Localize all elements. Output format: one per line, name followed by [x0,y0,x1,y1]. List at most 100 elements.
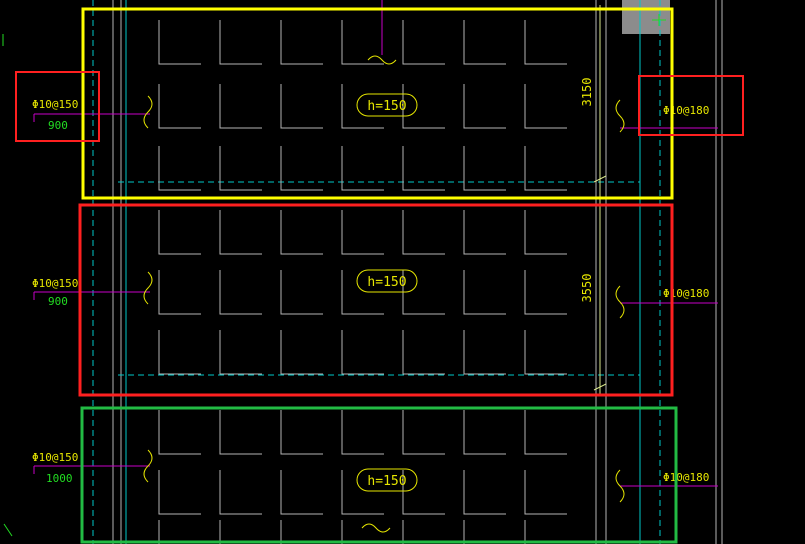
grid-cell-mark [341,210,384,255]
grid-cell-mark [158,146,201,191]
grid-cell-mark [158,270,201,315]
highlight-red-box-left-label [15,71,100,142]
highlight-red-box-right-label [638,75,744,136]
panel-1-thickness-box [356,93,418,117]
panel-3-thickness: h=150 [367,474,406,489]
grid-cell-mark [158,330,201,375]
grid-cell-mark [341,410,384,455]
panel-3-thickness-box [356,468,418,492]
dimension-lines [593,5,607,395]
grid-cell-mark [341,470,384,515]
grid-cell-mark [463,20,506,65]
grid-cell-mark [341,520,343,544]
panel-3-right-rebar: Φ10@180 [663,471,709,484]
grid-cell-mark [524,520,526,544]
panel-1-dimension: 3150 [580,78,594,107]
grid-cell-mark [280,270,323,315]
grid-cell-mark [280,210,323,255]
highlight-green-box [80,406,678,544]
grid-cell-mark [402,84,445,129]
grey-block [622,0,670,34]
grid-cell-mark [402,20,445,65]
panel-2-right-rebar: Φ10@180 [663,287,709,300]
panel-1-right-break [615,99,625,133]
bottom-break-mark [361,523,391,533]
grid-cell-mark [158,520,160,544]
panel-3-left-length: 1000 [46,472,73,485]
grid-cell-mark [463,330,506,375]
grid-cell-mark [402,470,445,515]
panel-1-thickness: h=150 [367,99,406,114]
grid-cell-mark [280,146,323,191]
panel-3-left-rebar: Φ10@150 [32,451,78,464]
grid-cell-mark [219,330,262,375]
grid-cell-mark [158,470,201,515]
grid-cell-mark [219,520,221,544]
grid-cell-mark [158,84,201,129]
grid-cell-mark [341,20,384,65]
grid-cell-mark [219,270,262,315]
panel-1-left-break [143,95,153,129]
panel-3-right-break [615,469,625,503]
grid-cell-mark [158,210,201,255]
grid-cell-mark [524,146,567,191]
grid-cell-mark [219,84,262,129]
grid-cell-mark [524,84,567,129]
grid-cell-mark [219,210,262,255]
grid-cell-mark [280,330,323,375]
panel-1-left-rebar: Φ10@150 [32,98,78,111]
slab-grid [158,20,567,544]
grid-cell-mark [341,84,384,129]
grid-cell-mark [402,330,445,375]
grid-cell-mark [158,20,201,65]
panel-1-right-rebar: Φ10@180 [663,104,709,117]
grid-cell-mark [280,20,323,65]
grid-cell-mark [463,520,465,544]
grid-cell-mark [463,270,506,315]
grid-cell-mark [463,84,506,129]
panel-1: Φ10@150 900 h=150 3150 Φ10@180 [32,78,718,133]
panel-2: Φ10@150 900 h=150 3550 Φ10@180 [32,269,718,319]
panel-2-left-break [143,271,153,305]
grid-cell-mark [402,410,445,455]
grid-cell-mark [524,20,567,65]
panel-2-dimension: 3550 [580,274,594,303]
panel-1-left-length: 900 [48,119,68,132]
grid-cell-mark [341,270,384,315]
grid-cell-mark [280,410,323,455]
top-break-mark [367,55,397,65]
panel-2-thickness: h=150 [367,275,406,290]
grid-cell-mark [463,470,506,515]
grid-cell-mark [219,146,262,191]
panel-3-left-break [143,449,153,483]
grid-cell-mark [402,210,445,255]
grid-cell-mark [341,330,384,375]
panel-2-left-rebar: Φ10@150 [32,277,78,290]
grid-cell-mark [524,410,567,455]
grid-cell-mark [280,470,323,515]
grid-cell-mark [524,270,567,315]
structure-lines [112,0,723,544]
grid-cell-mark [219,20,262,65]
grid-cell-mark [463,146,506,191]
grid-cell-mark [219,470,262,515]
grid-cell-mark [524,330,567,375]
grid-cell-mark [280,84,323,129]
grid-cell-mark [219,410,262,455]
grid-cell-mark [158,410,201,455]
grid-cell-mark [463,410,506,455]
grid-cell-mark [280,520,282,544]
grid-cell-mark [341,146,384,191]
grid-cell-mark [402,270,445,315]
highlight-red-box-panel [78,203,674,397]
grid-cell-mark [463,210,506,255]
panel-2-thickness-box [356,269,418,293]
grid-cell-mark [402,520,404,544]
grid-cell-mark [524,470,567,515]
panel-2-right-break [615,285,625,319]
highlight-yellow-box [81,7,674,200]
grid-cell-mark [402,146,445,191]
grid-cell-mark [524,210,567,255]
panel-2-left-length: 900 [48,295,68,308]
